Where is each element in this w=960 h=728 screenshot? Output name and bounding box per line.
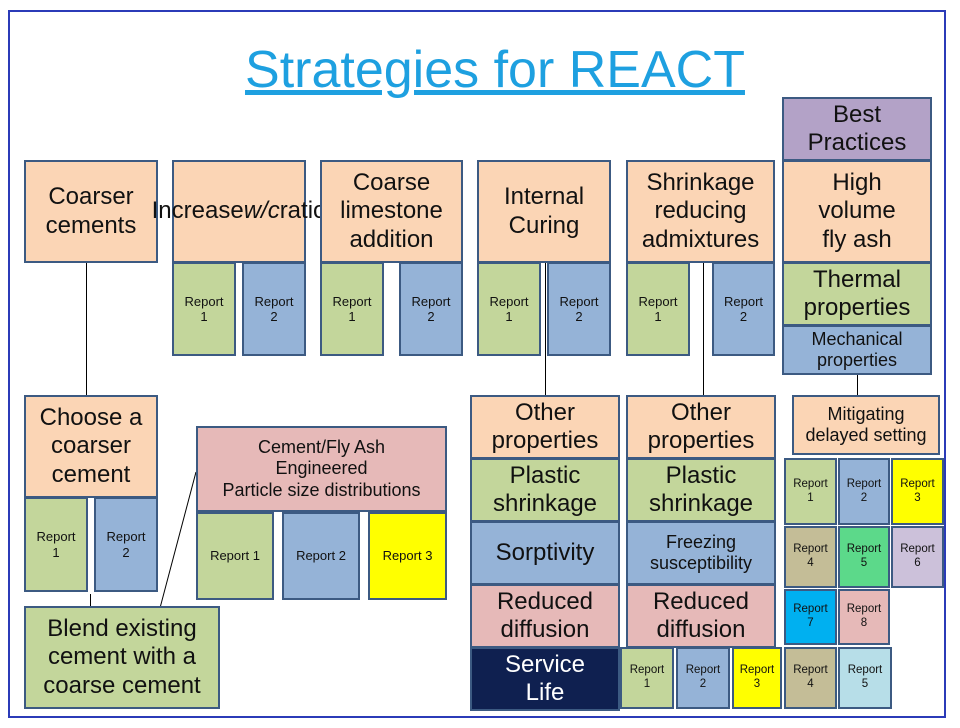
diagonal-connector-line xyxy=(159,471,197,609)
strategy-increase-wc-ratio: Increase w/c ratio xyxy=(152,160,326,263)
strategy-high-volume-fly-ash: High volume fly ash xyxy=(782,160,932,263)
mechanical-properties: Mechanical properties xyxy=(782,325,932,375)
thermal-properties: Thermal properties xyxy=(782,262,932,326)
reduced-diffusion: Reduced diffusion xyxy=(626,584,776,648)
report-4: Report 4 xyxy=(784,647,837,709)
report-1: Report 1 xyxy=(172,262,236,356)
plastic-shrinkage: Plastic shrinkage xyxy=(626,458,776,522)
connector-line xyxy=(545,262,546,396)
report-1: Report 1 xyxy=(626,262,690,356)
report-6: Report 6 xyxy=(891,526,944,588)
connector-line xyxy=(703,262,704,396)
mitigating-delayed-setting: Mitigating delayed setting xyxy=(792,395,940,455)
report-7: Report 7 xyxy=(784,589,837,645)
ratio-label: ratio xyxy=(279,197,327,225)
report-1: Report 1 xyxy=(477,262,541,356)
freezing-susceptibility: Freezing susceptibility xyxy=(626,521,776,585)
strategy-coarser-cements: Coarser cements xyxy=(24,160,158,263)
strategy-internal-curing: Internal Curing xyxy=(477,160,611,263)
report-2: Report 2 xyxy=(838,458,890,525)
wc-label: w/c xyxy=(243,197,280,225)
report-1: Report 1 xyxy=(196,512,274,600)
increase-wc-label: Increase xyxy=(151,197,244,225)
report-5: Report 5 xyxy=(838,526,890,588)
report-4: Report 4 xyxy=(784,526,837,588)
reduced-diffusion: Reduced diffusion xyxy=(470,584,620,648)
report-8: Report 8 xyxy=(838,589,890,645)
best-practices: Best Practices xyxy=(782,97,932,161)
report-5: Report 5 xyxy=(838,647,892,709)
engineered-particle-size-distributions: Cement/Fly Ash Engineered Particle size … xyxy=(196,426,447,512)
report-3: Report 3 xyxy=(891,458,944,525)
strategy-coarse-limestone-addition: Coarse limestone addition xyxy=(320,160,463,263)
blend-existing-cement: Blend existing cement with a coarse ceme… xyxy=(24,606,220,709)
report-3: Report 3 xyxy=(368,512,447,600)
report-1: Report 1 xyxy=(320,262,384,356)
report-2: Report 2 xyxy=(94,497,158,592)
report-2: Report 2 xyxy=(399,262,463,356)
connector-line xyxy=(90,594,91,608)
report-2: Report 2 xyxy=(282,512,360,600)
strategy-shrinkage-reducing-admixtures: Shrinkage reducing admixtures xyxy=(626,160,775,263)
slide-frame xyxy=(8,10,946,718)
report-2: Report 2 xyxy=(676,647,730,709)
report-2: Report 2 xyxy=(547,262,611,356)
sorptivity: Sorptivity xyxy=(470,521,620,585)
report-2: Report 2 xyxy=(712,262,775,356)
report-1: Report 1 xyxy=(620,647,674,709)
report-2: Report 2 xyxy=(242,262,306,356)
other-properties: Other properties xyxy=(470,395,620,459)
report-1: Report 1 xyxy=(784,458,837,525)
plastic-shrinkage: Plastic shrinkage xyxy=(470,458,620,522)
report-1: Report 1 xyxy=(24,497,88,592)
slide-title: Strategies for REACT xyxy=(245,41,745,99)
connector-line xyxy=(86,262,87,397)
report-3: Report 3 xyxy=(732,647,782,709)
service-life: Service Life xyxy=(470,647,620,711)
other-properties: Other properties xyxy=(626,395,776,459)
choose-coarser-cement: Choose a coarser cement xyxy=(24,395,158,498)
